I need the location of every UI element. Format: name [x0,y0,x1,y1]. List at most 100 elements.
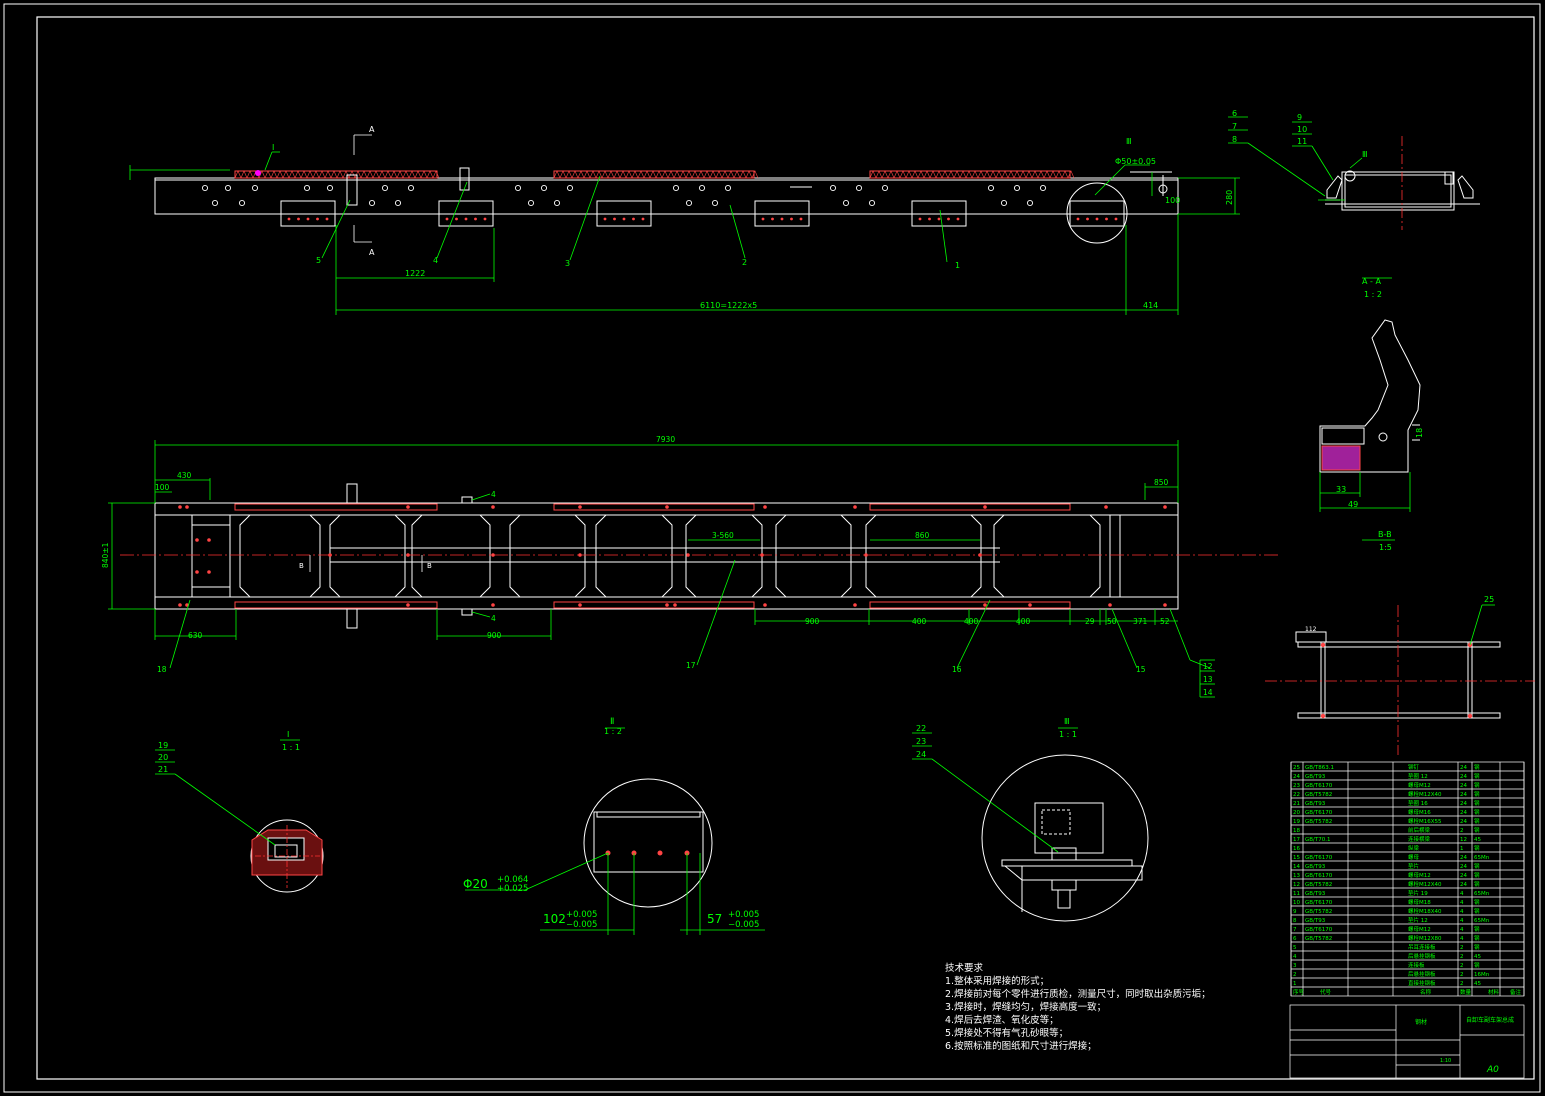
bom-index: 5 [1293,945,1297,951]
bom-qty: 2 [1460,954,1464,960]
callout-24: 24 [916,750,926,759]
bom-code: GB/T6170 [1305,783,1333,789]
dim-57: 57 [707,912,722,926]
dim-dia: Φ20 [463,877,488,891]
rivet-dot [578,553,582,557]
bom-material: 钢 [1474,844,1480,852]
outer-border [3,3,1541,1093]
rivet-dot [464,217,468,221]
cross-member-frame [329,514,406,598]
bom-header-cell: 序号 [1293,988,1305,996]
rivet-dot [406,505,410,509]
rivet-dot [455,217,458,221]
dim-pitch: 1222 [405,269,425,278]
tech-req-item: 2.焊接前对每个零件进行质检，测量尺寸，同时取出杂质污垢； [945,989,1211,1000]
bom-name: 垫片 12 [1408,916,1428,924]
callout-14: 14 [1203,688,1213,697]
bom-name: 螺母M12 [1408,871,1431,879]
bolt-hole [855,184,863,192]
bom-qty: 24 [1460,882,1467,888]
bom-code: GB/T93 [1305,891,1326,897]
section-aa-title: A - A [1362,277,1381,286]
dim-52: 52 [1160,617,1170,626]
technical-requirements: 技术要求 1.整体采用焊接的形式； 2.焊接前对每个零件进行质检，测量尺寸，同时… [945,962,1211,1053]
bolt-hole [224,184,232,192]
bom-name: 垫片 [1408,862,1419,870]
bom-qty: 12 [1460,837,1467,843]
bom-qty: 2 [1460,972,1464,978]
weld-hatch [869,170,1075,179]
bom-code: GB/T6170 [1305,810,1333,816]
callout-4-top: 4 [491,490,496,499]
bom-index: 12 [1293,882,1300,888]
bom-qty: 1 [1460,846,1464,852]
bom-material: 65Mn [1474,918,1490,924]
bolt-hole [1013,184,1021,192]
bolt-hole [514,184,522,192]
bolt-hole [1026,199,1034,207]
bolt-hole [201,184,209,192]
rivet-dot [306,217,310,221]
bom-material: 钢 [1474,826,1480,834]
dim-900a: 900 [487,631,502,640]
dim-50: 50 [1107,617,1117,626]
bom-qty: 2 [1460,963,1464,969]
bolt-hole [394,199,402,207]
dim-18: 18 [1415,428,1424,438]
rivet-dot [325,217,329,221]
bom-qty: 24 [1460,774,1467,780]
tech-req-item: 5.焊接处不得有气孔砂眼等； [945,1028,1069,1039]
bom-header-cell: 数量 [1460,988,1472,996]
rivet-dot [1076,217,1080,221]
bolt-hole [540,184,548,192]
mark-3: Ⅲ [1126,137,1132,146]
dim-630: 630 [188,631,203,640]
section-b-right: B [427,562,432,570]
bracket-5 [911,200,967,227]
detail-2-title: Ⅱ [610,717,614,727]
bom-index: 9 [1293,909,1297,915]
weld-strip [869,170,1071,179]
callout-9: 9 [1297,113,1302,122]
dim-57-up: +0.005 [728,910,759,920]
bom-code: GB/T6170 [1305,855,1333,861]
dim-430: 430 [177,471,192,480]
bracket-6 [1069,200,1125,227]
bom-qty: 2 [1460,828,1464,834]
bom-material: 65Mn [1474,855,1490,861]
dim-29: 29 [1085,617,1095,626]
bom-index: 14 [1293,864,1300,870]
rivet-dot [853,505,857,509]
bolt-hole [303,184,311,192]
cross-member-frame [865,514,982,598]
rivet-dot [316,217,319,221]
rivet-dot [185,505,189,509]
bom-code: GB/T5782 [1305,792,1332,798]
bom-name: 螺母 [1408,853,1420,861]
bom-index: 21 [1293,801,1300,807]
bom-material: 16Mn [1474,972,1490,978]
bom-qty: 24 [1460,810,1467,816]
rivet-dot [1108,603,1112,607]
rail-strip-top [234,503,438,511]
rivet-dot [406,603,410,607]
dim-400b: 400 [964,617,979,626]
detail-2 [583,778,713,908]
bom-material: 钢 [1474,907,1480,915]
bom-qty: 4 [1460,936,1464,942]
callout-18: 18 [157,665,167,674]
bom-material: 钢 [1474,898,1480,906]
cross-member-frame [685,514,763,598]
bom-index: 3 [1293,963,1297,969]
bolt-hole [868,199,876,207]
bom-header-cell: 材料 [1488,988,1500,996]
bom-qty: 4 [1460,918,1464,924]
bolt-hole [238,199,246,207]
rivet-dot [1086,217,1089,221]
rivet-dot [445,217,449,221]
bom-index: 15 [1293,855,1300,861]
rivet-dot [928,217,931,221]
weld-hatch [553,170,759,179]
bom-code: GB/T5782 [1305,882,1332,888]
rivet-dot [771,217,774,221]
